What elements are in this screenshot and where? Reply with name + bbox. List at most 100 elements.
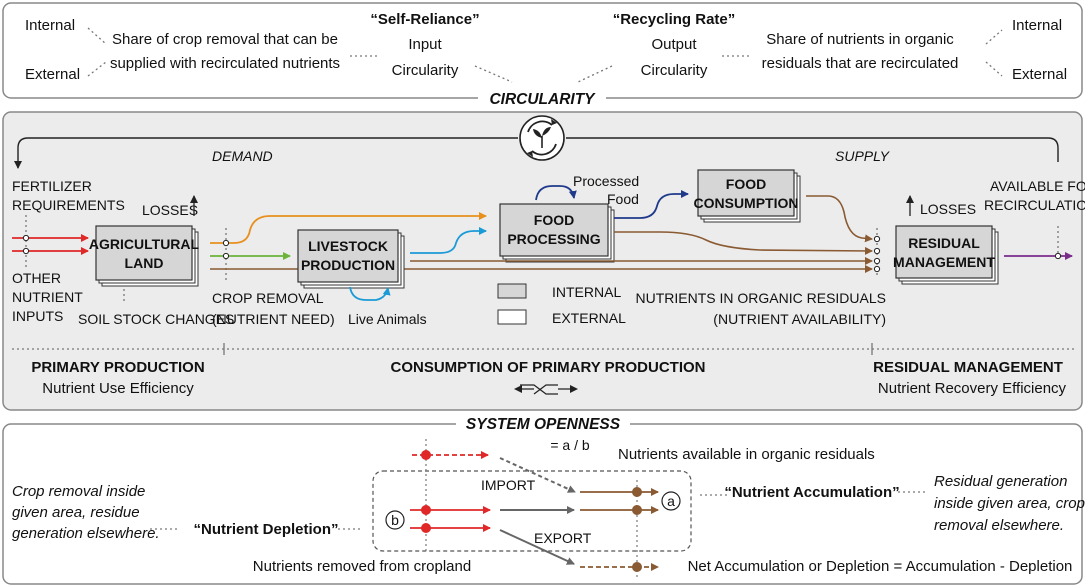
crop-removal-label-2: (NUTRIENT NEED): [212, 311, 335, 327]
demand-label: DEMAND: [212, 148, 273, 164]
legend: INTERNAL EXTERNAL: [497, 283, 626, 326]
residual-node-2: [873, 247, 881, 255]
right-note-1: Residual generation: [934, 473, 1067, 490]
live-animals-label: Live Animals: [348, 311, 427, 327]
fertilizer-label-1: FERTILIZER: [12, 178, 92, 194]
organic-residuals-label-2: (NUTRIENT AVAILABILITY): [713, 311, 886, 327]
recycling-desc-1: Share of nutrients in organic: [766, 31, 954, 48]
agricultural-land-box: AGRICULTURAL LAND: [89, 225, 200, 287]
right-note-3: removal elsewhere.: [934, 517, 1064, 534]
crop-to-food-processing-flow: [210, 212, 487, 244]
recycling-rate-sub-1: Output: [651, 36, 697, 53]
food-consumption-label-2: CONSUMPTION: [694, 195, 799, 211]
residual-management-label-1: RESIDUAL: [908, 235, 980, 251]
recirculation-loop-left: [14, 137, 518, 169]
nutrients-available-label: Nutrients available in organic residuals: [618, 446, 875, 463]
food-processing-to-consumption-flow: [614, 190, 689, 219]
primary-production-title: PRIMARY PRODUCTION: [31, 359, 204, 376]
residual-dot-2: [632, 505, 642, 515]
legend-internal-swatch: [497, 283, 527, 299]
right-note-2: inside given area, crop: [934, 495, 1085, 512]
supply-label: SUPPLY: [835, 148, 891, 164]
residual-management-label-2: MANAGEMENT: [893, 254, 995, 270]
crop-node-1: [222, 239, 230, 247]
left-note-3: generation elsewhere.: [12, 525, 160, 542]
self-reliance-title: “Self-Reliance”: [370, 11, 479, 28]
internal-removal-dot-2: [421, 523, 431, 533]
marker-b: [385, 510, 405, 530]
center-connector-dots: [474, 65, 613, 83]
exchange-icon: [514, 384, 578, 395]
livestock-to-food-processing-flow: [410, 227, 487, 254]
recycle-plant-icon: [519, 115, 565, 161]
other-inputs-node: [22, 247, 30, 255]
live-animals-arrow: [349, 286, 391, 301]
legend-external-label: EXTERNAL: [552, 310, 626, 326]
food-consumption-label-1: FOOD: [726, 176, 766, 192]
left-connector-dots: [87, 27, 107, 77]
processed-food-loop-arrow: [535, 185, 577, 201]
residual-node-3: [873, 257, 881, 265]
left-note-2: given area, residue: [12, 504, 140, 521]
residual-management-box: RESIDUAL MANAGEMENT: [893, 225, 999, 285]
losses-left-label: LOSSES: [142, 202, 198, 218]
available-recirculation-label-1: AVAILABLE FOR: [990, 178, 1085, 194]
recirculation-loop-right: [566, 137, 1059, 162]
food-consumption-box: FOOD CONSUMPTION: [694, 169, 801, 223]
recycling-desc-2: residuals that are recirculated: [762, 55, 959, 72]
export-label: EXPORT: [534, 530, 592, 546]
external-right-label: External: [1012, 66, 1067, 83]
external-left-label: External: [25, 66, 80, 83]
food-processing-box: FOOD PROCESSING: [499, 203, 615, 263]
openness-panel: SYSTEM OPENNESS = a / b Nutrients availa…: [2, 414, 1085, 585]
crop-node-2: [222, 252, 230, 260]
stage-divider-ticks: [223, 343, 873, 355]
other-inputs-label-2: NUTRIENT: [12, 289, 83, 305]
primary-production-sub: Nutrient Use Efficiency: [42, 380, 194, 397]
recirculation-node: [1054, 252, 1062, 260]
nutrient-depletion-label: “Nutrient Depletion”: [194, 521, 339, 538]
processed-food-label-1: Processed: [573, 173, 639, 189]
recycling-rate-title: “Recycling Rate”: [613, 11, 736, 28]
marker-a: [661, 491, 681, 511]
import-label: IMPORT: [481, 477, 536, 493]
internal-removal-dot-1: [421, 505, 431, 515]
legend-internal-label: INTERNAL: [552, 284, 621, 300]
system-boundary: [372, 470, 692, 552]
internal-left-label: Internal: [25, 17, 75, 34]
recycling-rate-sub-2: Circularity: [641, 62, 708, 79]
self-reliance-sub-2: Circularity: [392, 62, 459, 79]
self-reliance-desc-1: Share of crop removal that can be: [112, 31, 338, 48]
net-accumulation-label: Net Accumulation or Depletion = Accumula…: [688, 558, 1073, 575]
crop-removal-label-1: CROP REMOVAL: [212, 290, 324, 306]
available-recirculation-label-2: RECIRCULATION: [984, 197, 1085, 213]
right-connector-dots: [985, 29, 1003, 77]
food-processing-label-1: FOOD: [534, 212, 574, 228]
nutrients-removed-label: Nutrients removed from cropland: [253, 558, 471, 575]
flow-panel: DEMAND SUPPLY FERTILIZER REQUIREMENTS OT…: [2, 111, 1085, 411]
marker-a-label: a: [667, 493, 675, 509]
external-residual-dot: [632, 562, 642, 572]
livestock-production-label-1: LIVESTOCK: [308, 238, 388, 254]
legend-external-swatch: [497, 309, 527, 325]
openness-title: SYSTEM OPENNESS: [466, 416, 621, 433]
circularity-title: CIRCULARITY: [489, 91, 596, 108]
food-consumption-residue-flow: [806, 195, 873, 243]
livestock-production-label-2: PRODUCTION: [301, 257, 395, 273]
residual-management-sub: Nutrient Recovery Efficiency: [878, 380, 1067, 397]
openness-ratio: = a / b: [550, 437, 590, 453]
processed-food-label-2: Food: [607, 191, 639, 207]
agricultural-land-label-1: AGRICULTURAL: [89, 236, 200, 252]
losses-right-label: LOSSES: [920, 201, 976, 217]
agricultural-land-label-2: LAND: [125, 255, 164, 271]
residual-node-1: [873, 235, 881, 243]
fertilizer-label-2: REQUIREMENTS: [12, 197, 125, 213]
residual-management-title: RESIDUAL MANAGEMENT: [873, 359, 1063, 376]
residual-node-4: [873, 265, 881, 273]
self-reliance-sub-1: Input: [408, 36, 442, 53]
livestock-production-box: LIVESTOCK PRODUCTION: [297, 229, 405, 289]
soil-stock-label: SOIL STOCK CHANGES: [78, 311, 234, 327]
residual-dot-1: [632, 487, 642, 497]
marker-b-label: b: [391, 512, 399, 528]
